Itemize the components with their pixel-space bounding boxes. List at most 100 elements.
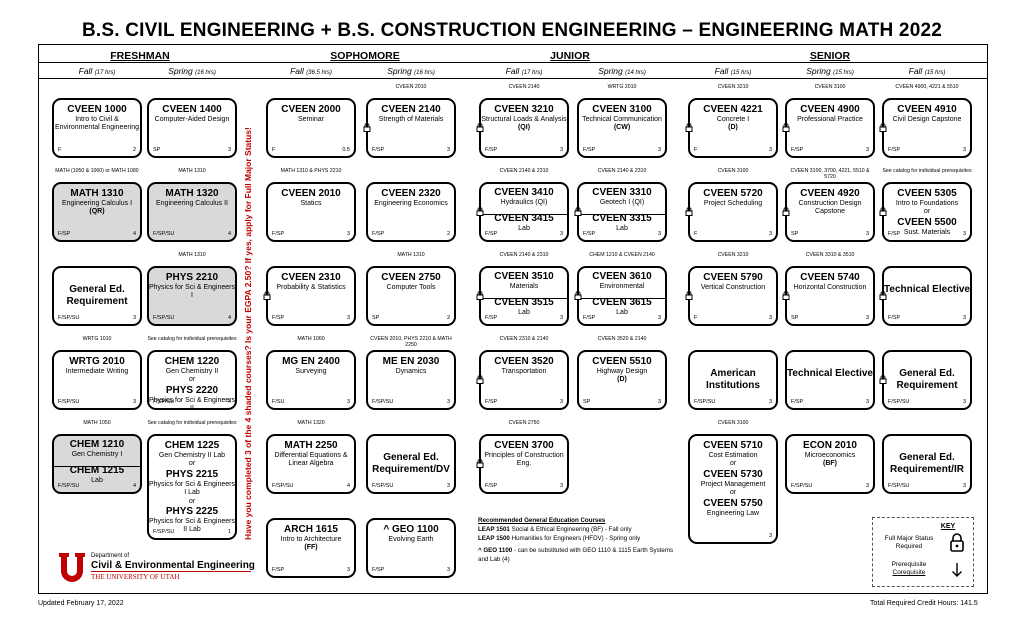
course-code: CHEM 1220 xyxy=(164,356,220,367)
course-code: PHYS 2210 xyxy=(165,272,219,283)
credit-hours: 4 xyxy=(132,483,136,490)
credit-hours: 3 xyxy=(865,483,869,490)
credit-hours: 3 xyxy=(962,147,966,154)
offered-terms: F/SP/SU xyxy=(153,315,175,322)
offered-terms: F/SP/SU xyxy=(888,483,910,490)
prerequisite-note: CVEEN 2310 & 2140 xyxy=(499,336,549,342)
course-name: Intro to Civil & Environmental Engineeri… xyxy=(54,116,140,132)
semester-term: Fall xyxy=(505,66,520,76)
gened-requirement-label: General Ed. Requirement xyxy=(66,284,128,307)
offered-terms: F/SP xyxy=(485,147,498,154)
lock-icon xyxy=(685,291,693,300)
card-divider xyxy=(481,298,567,299)
course-name: Sust. Materials xyxy=(903,228,951,236)
or-label: or xyxy=(188,497,196,505)
credit-hours: 4 xyxy=(132,231,136,238)
gened-requirement-label: American Institutions xyxy=(706,368,760,391)
credit-hours: 3 xyxy=(768,399,772,406)
header-divider xyxy=(38,62,988,63)
gened-requirement-label: Technical Elective xyxy=(884,284,970,295)
gened-desc-3: - can be substituted with GEO 1110 & 111… xyxy=(478,546,674,563)
arrow-down-icon xyxy=(952,563,962,577)
semester-term: Fall xyxy=(290,66,304,76)
lock-icon xyxy=(685,207,693,216)
credit-hours: 3 xyxy=(132,399,136,406)
credit-hours: 3 xyxy=(657,399,661,406)
course-code: CVEEN 4920 xyxy=(800,188,860,199)
offered-terms: F/SP/SU xyxy=(58,399,80,406)
course-code: MATH 1310 xyxy=(70,188,124,199)
offered-terms: F/SP xyxy=(372,231,385,238)
prerequisite-note: CVEEN 2140 & 2310 xyxy=(499,252,549,258)
prerequisite-note: CVEEN 2140 & 2310 xyxy=(499,168,549,174)
course-name: Dynamics xyxy=(395,368,427,375)
university-logo: Department of Civil & Environmental Engi… xyxy=(57,551,257,583)
course-attribute: (D) xyxy=(617,376,627,384)
course-name: Engineering Economics xyxy=(374,200,448,207)
lock-icon xyxy=(685,123,693,132)
course-name: Physics for Sci & Engineers II Lab xyxy=(149,517,235,534)
lock-icon xyxy=(879,207,887,216)
semester-header: Fall (15 hrs) xyxy=(688,66,778,76)
lock-icon xyxy=(879,291,887,300)
logo-university: THE UNIVERSITY OF UTAH xyxy=(91,573,180,581)
course-code: CVEEN 3310 xyxy=(592,187,652,198)
prerequisite-note: CVEEN 3520 & 2140 xyxy=(597,336,647,342)
year-senior: SENIOR xyxy=(809,50,851,62)
key-coreq-label: Corequisite xyxy=(892,569,926,577)
or-label: or xyxy=(729,489,737,497)
course-name: Engineering Law xyxy=(706,509,760,517)
course-name: Lab xyxy=(91,477,103,485)
or-label: or xyxy=(188,376,196,384)
course-code: CVEEN 3410 xyxy=(494,187,554,198)
semester-header: Fall (15 hrs) xyxy=(882,66,972,76)
semester-hours: (15 hrs) xyxy=(924,70,946,76)
lock-icon xyxy=(879,123,887,132)
card-divider xyxy=(579,298,665,299)
key-title: KEY xyxy=(940,523,956,530)
course-code: CVEEN 4221 xyxy=(703,104,763,115)
course-code: CVEEN 2140 xyxy=(381,104,441,115)
prerequisite-note: CVEEN 2140 xyxy=(508,84,540,90)
course-code: CVEEN 3700 xyxy=(494,440,554,451)
credit-hours: 3 xyxy=(865,147,869,154)
course-code: CVEEN 4900 xyxy=(800,104,860,115)
course-code: CHEM 1215 xyxy=(69,465,125,477)
course-code: CVEEN 2010 xyxy=(281,188,341,199)
card-divider xyxy=(54,466,140,467)
course-code: CVEEN 2000 xyxy=(281,104,341,115)
course-name: Gen Chemistry II Lab xyxy=(158,452,226,459)
course-code: CVEEN 3415 xyxy=(494,213,554,225)
offered-terms: F/SP xyxy=(272,567,285,574)
course-code: CVEEN 3315 xyxy=(592,213,652,225)
credit-hours: 3 xyxy=(559,483,563,490)
legend-key: KEY Full Major Status Required Prerequis… xyxy=(872,517,974,587)
prerequisite-note: WRTG 2010 xyxy=(607,84,637,90)
lock-icon xyxy=(476,207,484,216)
or-label: or xyxy=(188,460,196,468)
course-attribute: (QI) xyxy=(517,124,531,132)
lock-icon xyxy=(782,207,790,216)
lock-icon xyxy=(782,291,790,300)
lock-icon xyxy=(574,207,582,216)
course-name: Surveying xyxy=(295,368,327,375)
course-name: Construction Design Capstone xyxy=(798,200,862,216)
prerequisite-note: MATH 1310 & PHYS 2210 xyxy=(280,168,342,174)
semester-header: Fall (17 hrs) xyxy=(52,66,142,76)
course-code: MG EN 2400 xyxy=(282,356,340,367)
card-divider xyxy=(481,214,567,215)
offered-terms: F/SP xyxy=(485,231,498,238)
gened-course-1: LEAP 1501 xyxy=(478,525,510,533)
